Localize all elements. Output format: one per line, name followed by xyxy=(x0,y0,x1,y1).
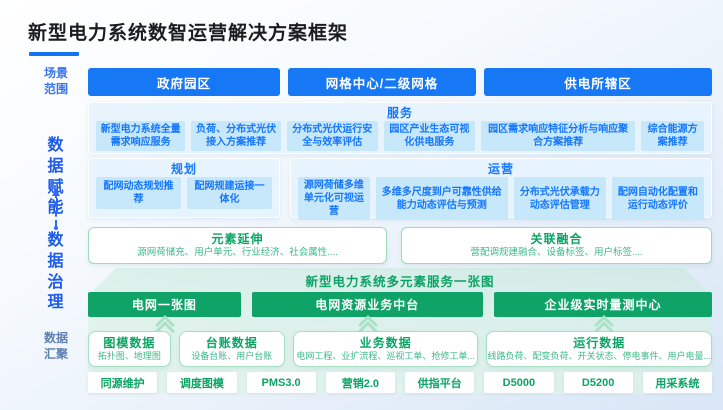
data-box: 运行数据 线路负荷、配变负荷、开关状态、停电事件、用户电量... xyxy=(486,331,712,367)
scene-button: 政府园区 xyxy=(88,68,280,96)
operation-panel: 运营 源网荷储多维单元化可视运营多维多尺度到户可靠性供给能力动态评估与预测分布式… xyxy=(290,158,712,220)
platform-buttons-row: 电网一张图电网资源业务中台企业级实时量测中心 xyxy=(88,292,712,317)
rail-label-data-aggregation: 数据汇聚 xyxy=(43,331,68,361)
service-item: 综合能源方案推荐 xyxy=(641,121,704,151)
planning-item: 配网动态规划推荐 xyxy=(96,177,181,209)
source-systems-row: 同源维护调度图模 PMS3.0 营销2.0 供指平台 D5000 D5200 用采系统 xyxy=(88,372,712,393)
data-box: 台账数据 设备台账、用户台账 xyxy=(178,331,285,367)
data-box-desc: 设备台账、用户台账 xyxy=(191,351,273,361)
service-item: 负荷、分布式光伏接入方案推荐 xyxy=(191,121,281,151)
source-system: 同源维护 xyxy=(88,372,158,393)
up-chevron-icon xyxy=(358,317,376,330)
title-underline xyxy=(29,52,79,56)
chevrons-row xyxy=(88,317,712,330)
operation-item: 配网自动化配置和运行动态评价 xyxy=(611,177,704,220)
up-chevron-icon xyxy=(155,317,173,330)
data-box-title: 图模数据 xyxy=(103,336,156,350)
service-item: 园区需求响应特征分析与响应聚合方案推荐 xyxy=(480,121,636,151)
governance-box-desc: 源网荷储充、用户单元、行业经济、社会属性.... xyxy=(137,247,338,258)
chevron-cell xyxy=(494,317,712,330)
page-title: 新型电力系统数智运营解决方案框架 xyxy=(28,23,349,44)
operation-panel-title: 运营 xyxy=(487,162,514,176)
service-item: 园区产业生态可视化供电服务 xyxy=(383,121,475,151)
platform-button: 电网资源业务中台 xyxy=(251,292,483,317)
service-items: 新型电力系统全量需求响应服务负荷、分布式光伏接入方案推荐分布式光伏运行安全与效率… xyxy=(96,121,704,151)
operation-item: 分布式光伏承载力动态评估管理 xyxy=(513,177,606,220)
source-system: 营销2.0 xyxy=(325,372,395,393)
data-box-title: 业务数据 xyxy=(359,336,412,350)
governance-box-title: 关联融合 xyxy=(530,232,583,246)
data-box-title: 台账数据 xyxy=(205,336,258,350)
data-box: 业务数据 电网工程、业扩流程、巡视工单、抢修工单... xyxy=(292,331,479,367)
chevron-cell xyxy=(88,317,241,330)
data-box: 图模数据 拓扑图、地理图 xyxy=(88,331,171,367)
planning-panel-title: 规划 xyxy=(170,162,197,176)
data-box-desc: 拓扑图、地理图 xyxy=(97,351,161,361)
governance-row: 元素延伸 源网荷储充、用户单元、行业经济、社会属性.... 关联融合 营配调规建… xyxy=(88,227,712,264)
planning-items: 配网动态规划推荐配网规建运接一体化 xyxy=(96,177,272,209)
data-box-desc: 线路负荷、配变负荷、开关状态、停电事件、用户电量... xyxy=(487,351,711,361)
governance-box-desc: 营配调规建融合、设备标签、用户标签.... xyxy=(470,247,643,258)
governance-box: 元素延伸 源网荷储充、用户单元、行业经济、社会属性.... xyxy=(88,227,388,264)
service-item: 分布式光伏运行安全与效率评估 xyxy=(286,121,378,151)
data-box-desc: 电网工程、业扩流程、巡视工单、抢修工单... xyxy=(296,351,475,361)
service-item: 新型电力系统全量需求响应服务 xyxy=(96,121,186,151)
planning-operation-row: 规划 配网动态规划推荐配网规建运接一体化 运营 源网荷储多维单元化可视运营多维多… xyxy=(88,158,712,220)
data-box-title: 运行数据 xyxy=(573,336,626,350)
operation-items: 源网荷储多维单元化可视运营多维多尺度到户可靠性供给能力动态评估与预测分布式光伏承… xyxy=(298,177,704,220)
operation-item: 源网荷储多维单元化可视运营 xyxy=(298,177,370,220)
source-system: 用采系统 xyxy=(642,372,712,393)
planning-panel: 规划 配网动态规划推荐配网规建运接一体化 xyxy=(88,158,280,218)
source-system: D5000 xyxy=(484,372,554,393)
platform-button: 电网一张图 xyxy=(88,292,241,317)
scene-button: 供电所辖区 xyxy=(484,68,712,96)
source-system: PMS3.0 xyxy=(246,372,316,393)
governance-box-title: 元素延伸 xyxy=(211,232,264,246)
up-arrow-dashed-icon xyxy=(52,189,60,230)
planning-item: 配网规建运接一体化 xyxy=(187,177,272,209)
platform-button: 企业级实时量测中心 xyxy=(493,292,712,317)
operation-item: 多维多尺度到户可靠性供给能力动态评估与预测 xyxy=(375,177,508,220)
service-panel: 服务 新型电力系统全量需求响应服务负荷、分布式光伏接入方案推荐分布式光伏运行安全… xyxy=(88,102,712,154)
governance-box: 关联融合 营配调规建融合、设备标签、用户标签.... xyxy=(401,227,712,264)
source-system: 调度图模 xyxy=(167,372,237,393)
data-boxes-row: 图模数据 拓扑图、地理图 台账数据 设备台账、用户台账 业务数据 电网工程、业扩… xyxy=(88,331,712,367)
one-map-title: 新型电力系统多元素服务一张图 xyxy=(305,275,495,289)
rail-label-data-governance: 数据治理 xyxy=(47,232,65,312)
service-panel-title: 服务 xyxy=(386,106,413,120)
scene-buttons-row: 政府园区网格中心/二级网格供电所辖区 xyxy=(88,68,712,96)
up-chevron-icon xyxy=(594,317,612,330)
scene-button: 网格中心/二级网格 xyxy=(288,68,476,96)
diagram-content: 政府园区网格中心/二级网格供电所辖区 服务 新型电力系统全量需求响应服务负荷、分… xyxy=(88,0,712,410)
chevron-cell xyxy=(252,317,483,330)
source-system: D5200 xyxy=(563,372,633,393)
rail-label-scene-scope: 场景范围 xyxy=(43,66,68,96)
source-system: 供指平台 xyxy=(405,372,475,393)
